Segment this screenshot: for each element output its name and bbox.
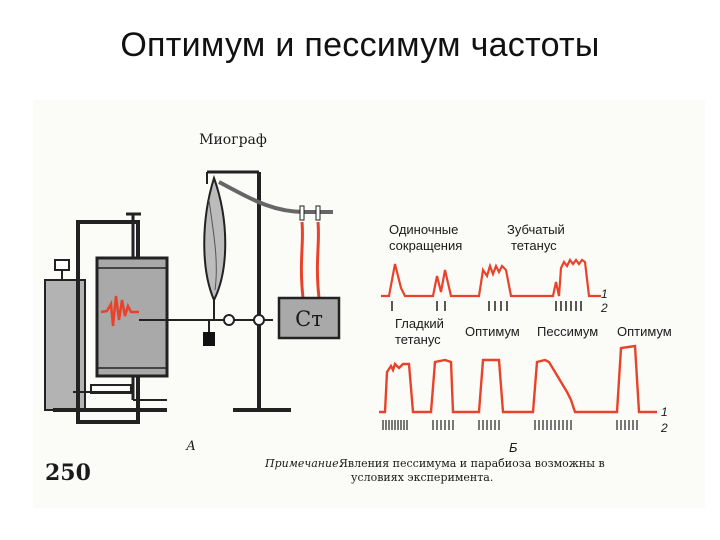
textbook-figure: Ст Миограф А Одиночные сокращения Зубчат… [33, 100, 705, 508]
figure-drawing: Ст Миограф А Одиночные сокращения Зубчат… [33, 100, 705, 508]
electrode-wire-1 [299, 221, 305, 299]
top-trace-number-1: 1 [601, 287, 608, 301]
top-trace-number-2: 2 [600, 301, 608, 315]
label-pessimum: Пессимум [537, 324, 598, 339]
panel-label-b: Б [509, 440, 518, 455]
electrode-wire-2 [315, 221, 321, 299]
note-text-2: условиях эксперимента. [351, 471, 493, 484]
drum-trace [100, 295, 139, 327]
note-text: Явления пессимума и парабиоза возможны в [339, 457, 605, 470]
label-single-contractions: Одиночные [389, 222, 458, 237]
label-optimum-2: Оптимум [617, 324, 672, 339]
note-lead: Примечание. [264, 457, 342, 470]
page-number: 250 [45, 460, 91, 486]
label-smooth-tetanus: Гладкий [395, 316, 444, 331]
top-myogram-trace [381, 257, 601, 298]
stimulator-box [277, 296, 341, 340]
cabinet-knob [54, 259, 70, 271]
kymograph-apparatus: Ст Миограф А [44, 132, 341, 454]
top-stimulus-marks [391, 301, 582, 311]
weight [203, 332, 215, 346]
bottom-myogram-trace [379, 344, 657, 414]
panel-label-a: А [185, 439, 196, 454]
bottom-trace-number-1: 1 [661, 405, 668, 419]
slide-title: Оптимум и пессимум частоты [120, 26, 600, 64]
label-dentate-tetanus: Зубчатый [507, 222, 565, 237]
label-smooth-tetanus-2: тетанус [395, 332, 441, 347]
label-single-contractions-2: сокращения [389, 238, 462, 253]
myograph-label: Миограф [199, 132, 267, 148]
label-dentate-tetanus-2: тетанус [511, 238, 557, 253]
myogram-records: Одиночные сокращения Зубчатый тетанус [379, 222, 672, 455]
label-optimum-1: Оптимум [465, 324, 520, 339]
bottom-trace-number-2: 2 [660, 421, 668, 435]
kymograph-drum [95, 256, 169, 378]
bottom-stimulus-marks [382, 420, 638, 430]
stimulator-label: Ст [295, 307, 323, 331]
